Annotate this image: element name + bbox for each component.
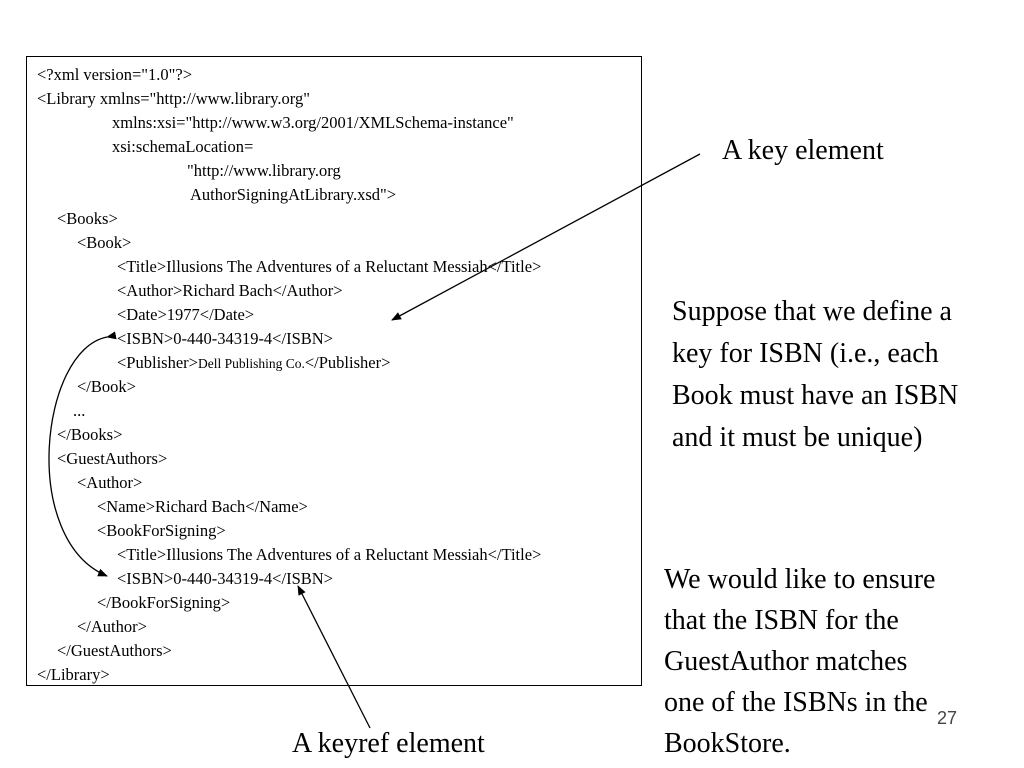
publisher-open-tag: <Publisher> (117, 353, 198, 372)
publisher-line: <Publisher>Dell Publishing Co.</Publishe… (117, 354, 390, 373)
suppose-line: and it must be unique) (672, 422, 923, 453)
code-line: <Title>Illusions The Adventures of a Rel… (117, 257, 542, 276)
code-line: <Title>Illusions The Adventures of a Rel… (117, 545, 542, 564)
code-line: <Books> (57, 209, 118, 228)
code-line: <Date>1977</Date> (117, 305, 255, 324)
code-line: xmlns:xsi="http://www.w3.org/2001/XMLSch… (112, 113, 514, 132)
isbn-keyref-line: <ISBN>0-440-34319-4</ISBN> (117, 569, 333, 588)
code-line: AuthorSigningAtLibrary.xsd"> (190, 185, 397, 204)
code-line: <Author> (77, 473, 143, 492)
ensure-line: We would like to ensure (664, 564, 936, 595)
code-line: <BookForSigning> (97, 521, 226, 540)
ensure-line: that the ISBN for the (664, 605, 899, 636)
suppose-line: Book must have an ISBN (672, 380, 959, 411)
code-line: <Library xmlns="http://www.library.org" (37, 89, 310, 108)
code-line: ... (73, 401, 86, 420)
ensure-line: BookStore. (664, 728, 791, 759)
suppose-line: key for ISBN (i.e., each (672, 338, 939, 369)
ensure-line: one of the ISBNs in the (664, 687, 928, 718)
code-line: "http://www.library.org (187, 161, 341, 180)
slide-number: 27 (937, 708, 958, 728)
code-line: <GuestAuthors> (57, 449, 168, 468)
xml-code-box: <?xml version="1.0"?> <Library xmlns="ht… (26, 56, 642, 686)
publisher-value: Dell Publishing Co. (197, 356, 305, 371)
keyref-element-label: A keyref element (292, 728, 485, 759)
ensure-line: GuestAuthor matches (664, 646, 908, 677)
code-line: </Books> (57, 425, 123, 444)
code-line: <?xml version="1.0"?> (37, 65, 193, 84)
code-line: </GuestAuthors> (57, 641, 172, 660)
publisher-close-tag: </Publisher> (304, 353, 391, 372)
key-element-label: A key element (722, 135, 884, 166)
code-line: xsi:schemaLocation= (112, 137, 254, 156)
code-line: <Book> (77, 233, 132, 252)
suppose-line: Suppose that we define a (672, 296, 952, 327)
code-line: </BookForSigning> (97, 593, 231, 612)
isbn-key-line: <ISBN>0-440-34319-4</ISBN> (117, 329, 333, 348)
code-line: </Book> (77, 377, 136, 396)
code-line: <Name>Richard Bach</Name> (97, 497, 308, 516)
code-line: </Author> (77, 617, 147, 636)
code-line: </Library> (37, 665, 110, 684)
code-line: <Author>Richard Bach</Author> (117, 281, 343, 300)
